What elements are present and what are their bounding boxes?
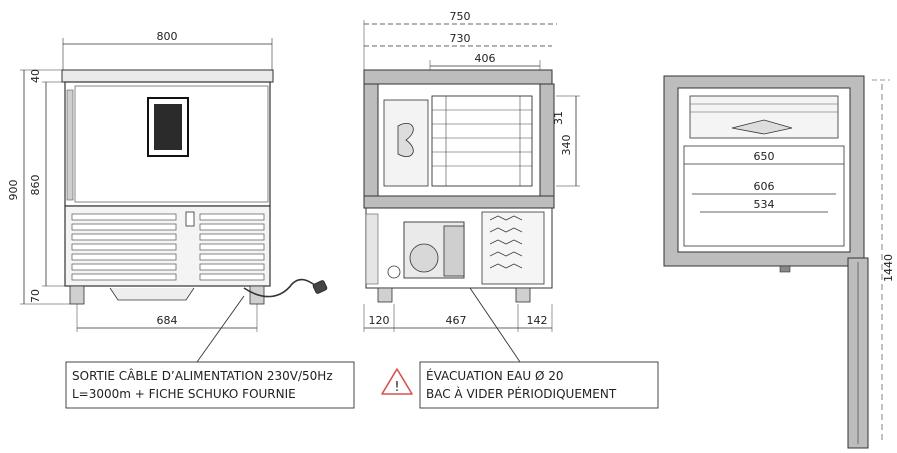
dim-front-top: 40 (29, 69, 42, 83)
dim-side-depth-total: 750 (450, 10, 471, 23)
dim-side-chamber-height: 340 (560, 135, 573, 156)
side-view: 750 730 406 340 31 (363, 10, 580, 332)
dim-front-width: 800 (157, 30, 178, 43)
dim-top-tray-outer: 650 (754, 150, 775, 163)
drain-note: ÉVACUATION EAU Ø 20 BAC À VIDER PÉRIODIQ… (419, 287, 659, 409)
dim-top-door-opening: 1440 (882, 254, 895, 282)
dim-front-feet-span: 684 (157, 314, 178, 327)
dim-front-height-total: 900 (7, 180, 20, 201)
dim-side-tray-depth: 406 (475, 52, 496, 65)
dim-side-base-right: 142 (527, 314, 548, 327)
dim-side-base-center: 467 (446, 314, 467, 327)
warning-icon-mark: ! (394, 380, 399, 395)
front-grille (71, 213, 265, 281)
drain-note-line2: BAC À VIDER PÉRIODIQUEMENT (426, 386, 617, 401)
power-note: SORTIE CÂBLE D’ALIMENTATION 230V/50Hz L=… (65, 295, 355, 409)
dim-side-depth-body: 730 (450, 32, 471, 45)
power-note-line2: L=3000m + FICHE SCHUKO FOURNIE (72, 387, 296, 401)
front-view: 800 (7, 30, 328, 332)
dim-front-height-body: 860 (29, 175, 42, 196)
dim-side-base-left: 120 (369, 314, 390, 327)
dim-top-tray-inner: 534 (754, 198, 775, 211)
top-view: 650 606 534 1440 (663, 75, 895, 449)
power-note-line1: SORTIE CÂBLE D’ALIMENTATION 230V/50Hz (72, 368, 333, 383)
warning-icon: ! (381, 368, 413, 395)
dim-side-tray-pitch: 31 (552, 111, 565, 125)
dim-top-tray-middle: 606 (754, 180, 775, 193)
drain-note-line1: ÉVACUATION EAU Ø 20 (426, 368, 563, 383)
dim-front-feet: 70 (29, 289, 42, 303)
